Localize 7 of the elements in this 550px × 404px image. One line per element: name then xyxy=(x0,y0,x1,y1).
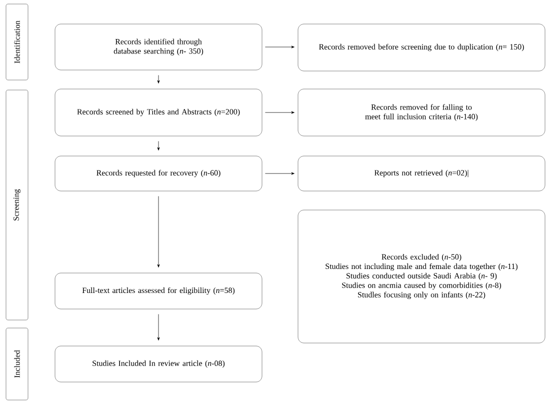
arrow xyxy=(265,111,294,114)
arrow xyxy=(157,314,160,340)
arrow xyxy=(157,141,160,150)
arrow xyxy=(265,46,294,48)
arrow xyxy=(157,196,160,268)
arrow xyxy=(157,75,160,84)
arrow xyxy=(265,172,294,175)
